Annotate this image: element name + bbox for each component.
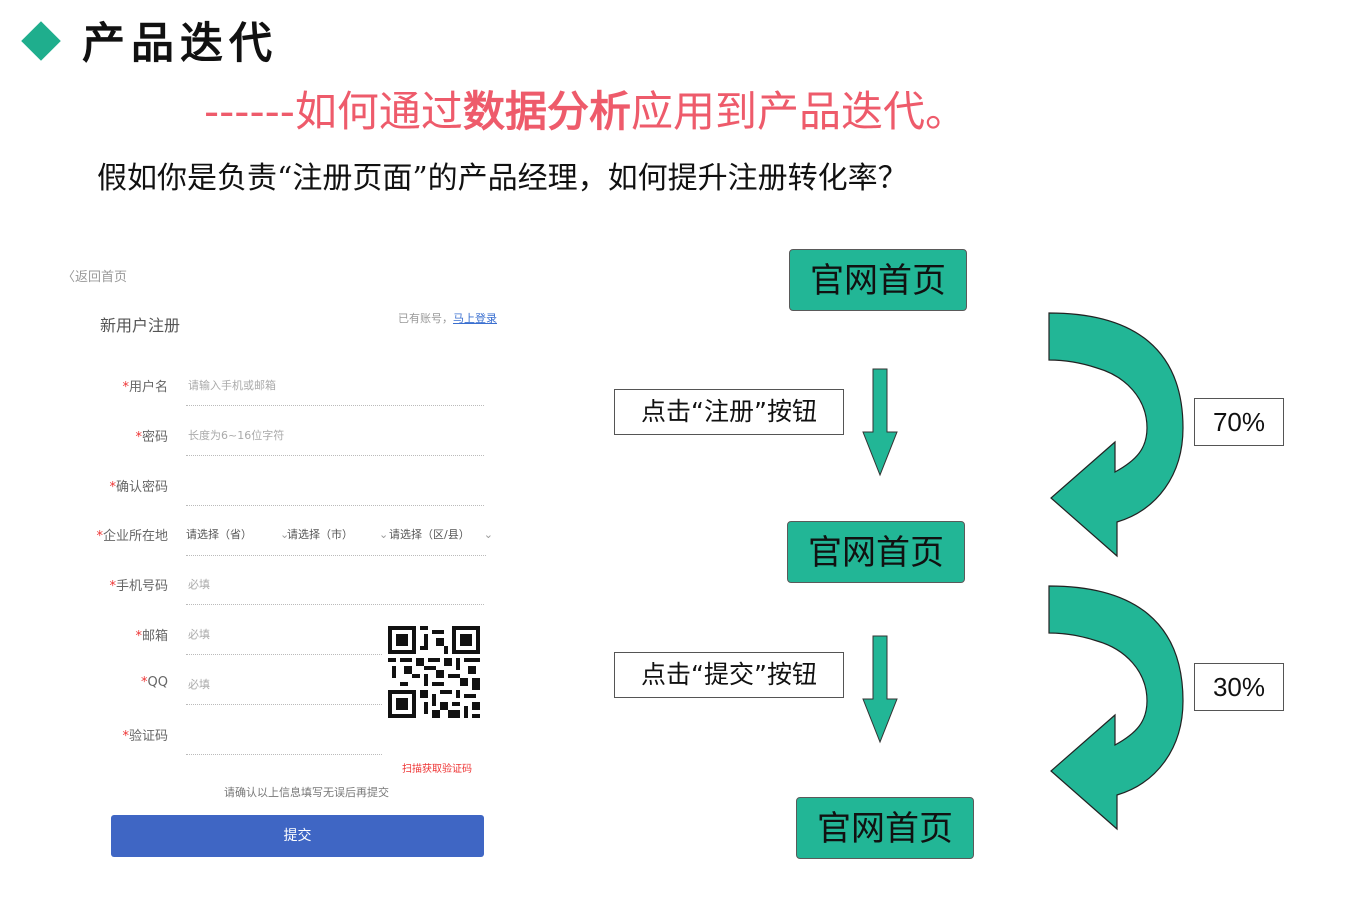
form-title: 新用户注册 (100, 316, 181, 335)
field-email: *邮箱 必填 (60, 617, 490, 667)
conversion-rate-submit: 30% (1194, 663, 1284, 711)
field-location: *企业所在地 请选择（省）⌄ 请选择（市）⌄ 请选择（区/县）⌄ (60, 517, 493, 567)
flow-node-homepage: 官网首页 (789, 249, 967, 311)
curved-arrow-icon (1048, 585, 1184, 831)
curved-arrow-icon (1048, 312, 1184, 558)
subtitle: ------如何通过数据分析应用到产品迭代。 (204, 84, 967, 140)
have-account-text: 已有账号， (398, 312, 453, 325)
back-home-link[interactable]: 〈返回首页 (62, 270, 128, 285)
field-username: *用户名 请输入手机或邮箱 (60, 368, 490, 418)
subtitle-prefix: ------如何通过 (204, 87, 463, 136)
login-prompt: 已有账号，马上登录 (398, 310, 497, 326)
field-captcha: *验证码 (60, 717, 490, 767)
confirm-note: 请确认以上信息填写无误后再提交 (224, 786, 389, 799)
username-input[interactable]: 请输入手机或邮箱 (186, 368, 484, 406)
question-text: 假如你是负责“注册页面”的产品经理，如何提升注册转化率？ (97, 161, 908, 196)
chevron-down-icon: ⌄ (379, 528, 389, 541)
chevron-down-icon: ⌄ (280, 528, 290, 541)
submit-button[interactable]: 提交 (111, 815, 484, 857)
action-click-submit: 点击“提交”按钮 (614, 652, 844, 698)
field-password: *密码 长度为6~16位字符 (60, 418, 490, 468)
phone-input[interactable]: 必填 (186, 567, 484, 605)
field-confirm-password: *确认密码 (60, 468, 490, 518)
password-input[interactable]: 长度为6~16位字符 (186, 418, 484, 456)
subtitle-suffix: 应用到产品迭代。 (630, 87, 967, 136)
registration-form: 〈返回首页 新用户注册 已有账号，马上登录 *用户名 请输入手机或邮箱 *密码 … (60, 258, 500, 868)
field-label: *密码 (135, 430, 168, 445)
qr-code-icon (388, 626, 480, 718)
field-label: *确认密码 (109, 480, 168, 495)
field-label: *企业所在地 (96, 529, 168, 544)
qr-caption: 扫描获取验证码 (402, 764, 472, 775)
flow-node-final: 官网首页 (796, 797, 974, 859)
city-select[interactable]: 请选择（市）⌄ (287, 528, 389, 541)
field-qq: *QQ 必填 (60, 667, 490, 717)
field-label: *QQ (141, 675, 168, 690)
chevron-down-icon: ⌄ (483, 528, 493, 541)
action-click-register: 点击“注册”按钮 (614, 389, 844, 435)
province-select[interactable]: 请选择（省）⌄ (186, 528, 290, 541)
email-input[interactable]: 必填 (186, 617, 382, 655)
captcha-input[interactable] (186, 717, 382, 755)
location-selects: 请选择（省）⌄ 请选择（市）⌄ 请选择（区/县）⌄ (186, 517, 493, 556)
qq-input[interactable]: 必填 (186, 667, 382, 705)
field-label: *用户名 (122, 380, 168, 395)
field-label: *手机号码 (109, 579, 168, 594)
field-phone: *手机号码 必填 (60, 567, 490, 617)
down-arrow-icon (862, 635, 898, 744)
flow-node-register-page: 官网首页 (787, 521, 965, 583)
field-label: *验证码 (122, 729, 168, 744)
diamond-bullet-icon (21, 21, 61, 61)
confirm-password-input[interactable] (186, 468, 484, 506)
field-label: *邮箱 (135, 629, 168, 644)
district-select[interactable]: 请选择（区/县）⌄ (389, 528, 493, 541)
page-title: 产品迭代 (82, 19, 278, 69)
subtitle-highlight: 数据分析 (462, 87, 631, 136)
login-link[interactable]: 马上登录 (453, 312, 497, 325)
down-arrow-icon (862, 368, 898, 477)
conversion-rate-register: 70% (1194, 398, 1284, 446)
